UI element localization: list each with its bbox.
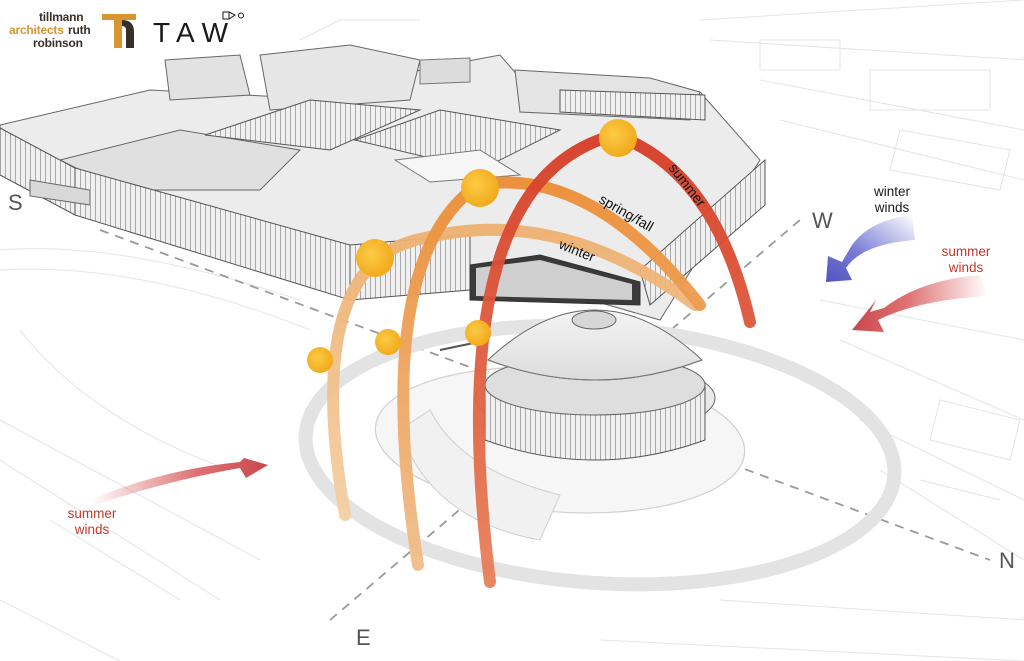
summer-winds-right-label-line1: summer [942, 244, 991, 259]
winter-winds-label-line2: winds [874, 200, 910, 215]
sun-positions [307, 119, 637, 373]
compass-north: N [999, 548, 1015, 573]
winter-winds-label-line1: winter [873, 184, 911, 199]
sun-winter-low [307, 347, 333, 373]
logo-text-ruth: ruth [68, 23, 91, 37]
taw-logo-text: TAW [153, 17, 237, 48]
logo-text-architects: architects [9, 23, 64, 37]
speaker-icon [222, 11, 244, 20]
compass-east: E [356, 625, 371, 650]
compass-labels: S W N E [8, 190, 1015, 650]
compass-west: W [812, 208, 833, 233]
round-building [439, 309, 716, 461]
wind-labels: winter winds summer winds summer winds [68, 184, 991, 537]
winter-sun-arc [327, 223, 701, 521]
summer-winds-left-label-line2: winds [74, 522, 110, 537]
winter-wind-arrow [826, 215, 915, 282]
main-building [0, 44, 766, 321]
summer-winds-right-label-line2: winds [948, 260, 984, 275]
summer-winds-left-label-line1: summer [68, 506, 117, 521]
sun-summer-low [465, 320, 491, 346]
summer-wind-arrow-right [852, 275, 988, 332]
sun-spring-low [375, 329, 401, 355]
architect-logo: tillmann architects ruth robinson TAW [8, 8, 258, 52]
t-mark-icon [102, 14, 136, 48]
wind-arrows [90, 215, 988, 505]
sun-spring-noon [461, 169, 499, 207]
logo-text-tillmann: tillmann [39, 10, 84, 24]
summer-wind-arrow-left [90, 458, 268, 505]
compass-south: S [8, 190, 23, 215]
summer-sun-arc [472, 128, 756, 588]
sun-winter-noon [356, 239, 394, 277]
sun-summer-noon [599, 119, 637, 157]
logo-text-robinson: robinson [33, 36, 83, 50]
